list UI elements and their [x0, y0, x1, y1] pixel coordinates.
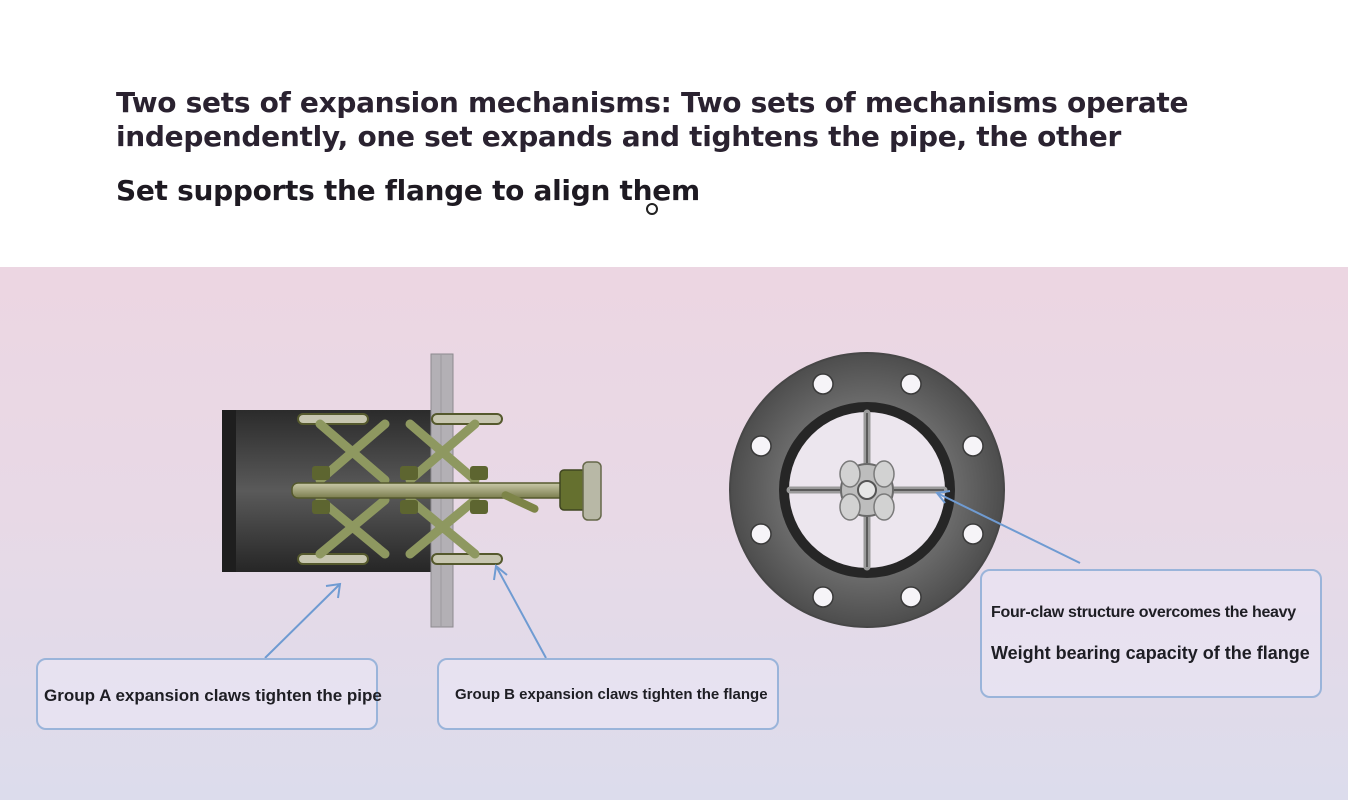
header-line-1: Two sets of expansion mechanisms: Two se… — [116, 86, 1189, 153]
arrow-group-a — [264, 583, 341, 659]
claw-hub-petals — [839, 460, 895, 521]
claw-b-linkage — [405, 419, 480, 559]
arrow-four-claw — [936, 492, 1081, 564]
linkage-joints — [312, 466, 488, 514]
arrow-group-b — [495, 565, 547, 659]
pointer-arrows — [264, 490, 1081, 659]
claw-a-bottom-rail — [297, 553, 369, 565]
callout-group-b-text: Group B expansion claws tighten the flan… — [455, 686, 768, 703]
callout-four-claw-line-1: Four-claw structure overcomes the heavy — [991, 604, 1296, 621]
callout-group-b: Group B expansion claws tighten the flan… — [437, 658, 779, 730]
header: Two sets of expansion mechanisms: Two se… — [0, 0, 1348, 267]
callout-group-a: Group A expansion claws tighten the pipe — [36, 658, 382, 730]
header-dot — [646, 203, 658, 215]
callout-four-claw-line-2: Weight bearing capacity of the flange — [991, 643, 1310, 663]
claw-a-linkage — [315, 419, 390, 559]
callout-four-claw: Four-claw structure overcomes the heavy … — [980, 569, 1322, 698]
side-lever — [501, 491, 539, 513]
end-cap — [582, 461, 602, 521]
header-line-2: Set supports the flange to align them — [116, 174, 700, 207]
side-view-assembly — [222, 353, 602, 628]
pipe-inner-left — [222, 410, 236, 572]
bolt-holes — [750, 373, 984, 608]
claw-b-top-rail — [431, 413, 503, 425]
claw-a-top-rail — [297, 413, 369, 425]
claw-b-bottom-rail — [431, 553, 503, 565]
front-view-assembly — [729, 352, 1005, 628]
callout-group-a-text: Group A expansion claws tighten the pipe — [44, 686, 382, 705]
central-shaft — [291, 482, 581, 499]
end-nut — [559, 469, 587, 511]
